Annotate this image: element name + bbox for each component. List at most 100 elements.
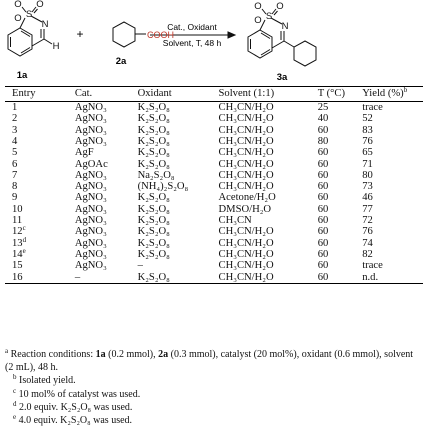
cell-entry: 10 bbox=[5, 204, 75, 215]
cell-yield-text: 65 bbox=[362, 147, 373, 159]
cell-oxidant-text: K₂S₂O₈ bbox=[137, 113, 170, 125]
cell-solvent-text: CH₃CN/H₂O bbox=[218, 248, 274, 260]
cell-entry: 11 bbox=[5, 215, 75, 226]
table-header-row: Entry Cat. Oxidant Solvent (1:1) T (°C) … bbox=[5, 86, 423, 102]
footnote-text: (0.2 mmol), bbox=[105, 349, 159, 360]
cell-solvent: CH₃CN/H₂O bbox=[219, 249, 318, 260]
cell-entry: 3 bbox=[5, 125, 75, 136]
cell-temperature: 60 bbox=[318, 181, 363, 192]
cell-oxidant-text: K₂S₂O₈ bbox=[137, 124, 170, 136]
cell-yield: 77 bbox=[362, 204, 423, 215]
cell-temperature-text: 60 bbox=[317, 226, 329, 238]
cell-entry-text: 16 bbox=[12, 271, 23, 283]
cell-entry: 14e bbox=[5, 247, 75, 260]
cell-entry-text: 1 bbox=[12, 102, 18, 114]
cell-temperature: 60 bbox=[317, 271, 363, 284]
cell-catalyst: AgNO₃ bbox=[75, 181, 138, 192]
cell-temperature-text: 60 bbox=[317, 192, 329, 204]
cell-oxidant: Na₂S₂O₈ bbox=[138, 170, 219, 181]
footnote-mark: d bbox=[13, 399, 17, 408]
footnote-text: 4.0 equiv. K₂S₂O₈ was used. bbox=[16, 415, 133, 427]
cell-catalyst-text: AgNO₃ bbox=[74, 215, 107, 227]
cell-entry-text: 10 bbox=[12, 203, 23, 215]
cell-catalyst: AgNO₃ bbox=[75, 125, 138, 136]
cell-oxidant: K₂S₂O₈ bbox=[138, 238, 219, 249]
cell-catalyst-text: – bbox=[74, 271, 81, 283]
optimization-table: Entry Cat. Oxidant Solvent (1:1) T (°C) … bbox=[5, 86, 423, 284]
footnote-mark: c bbox=[13, 386, 17, 395]
cell-solvent: CH₃CN/H₂O bbox=[219, 113, 318, 124]
cell-oxidant-text: K₂S₂O₈ bbox=[137, 158, 170, 170]
cell-temperature-text: 60 bbox=[317, 271, 329, 283]
cell-entry: 13d bbox=[5, 236, 75, 249]
cell-solvent-text: CH₃CN/H₂O bbox=[218, 226, 274, 238]
atom-o: O bbox=[276, 1, 283, 12]
atom-o: O bbox=[36, 0, 43, 10]
conditions-bottom: Solvent, T, 48 h bbox=[163, 38, 222, 48]
cell-temperature: 60 bbox=[318, 158, 363, 170]
footnote-text: Reaction conditions: bbox=[8, 349, 96, 360]
cell-temperature: 60 bbox=[318, 215, 363, 226]
cell-yield: 73 bbox=[362, 181, 423, 192]
cell-oxidant-text: (NH₄)₂S₂O₈ bbox=[137, 181, 189, 193]
header-temperature: T (°C) bbox=[317, 86, 363, 102]
header-solvent: Solvent (1:1) bbox=[218, 86, 318, 102]
plus-sign: + bbox=[76, 27, 83, 41]
cell-yield-text: 77 bbox=[362, 203, 373, 215]
cell-oxidant-text: Na₂S₂O₈ bbox=[137, 169, 175, 181]
cell-catalyst: AgNO₃ bbox=[75, 238, 138, 249]
cell-oxidant: K₂S₂O₈ bbox=[137, 158, 219, 170]
cell-yield: 83 bbox=[362, 125, 423, 136]
cell-entry: 16 bbox=[5, 271, 75, 284]
compound-ref: 2a bbox=[158, 349, 169, 360]
footnote-b: b Isolated yield. bbox=[5, 374, 423, 387]
cell-entry: 9 bbox=[5, 192, 75, 203]
cell-catalyst-text: AgNO₃ bbox=[74, 124, 107, 136]
cell-temperature: 60 bbox=[318, 238, 363, 249]
cell-catalyst-text: AgOAc bbox=[74, 158, 108, 170]
cell-yield-text: n.d. bbox=[362, 271, 379, 283]
cell-yield: 74 bbox=[362, 238, 423, 249]
cell-entry: 6 bbox=[5, 158, 75, 170]
cell-entry: 5 bbox=[5, 147, 75, 158]
atom-s: S bbox=[26, 9, 32, 20]
cell-catalyst-text: AgNO₃ bbox=[74, 113, 107, 125]
cell-oxidant-text: K₂S₂O₈ bbox=[137, 271, 170, 283]
cell-temperature-text: 60 bbox=[317, 124, 329, 136]
cell-catalyst: AgNO₃ bbox=[75, 136, 138, 147]
cell-solvent: Acetone/H₂O bbox=[219, 192, 318, 203]
cell-entry-text: 14 bbox=[12, 248, 23, 260]
cell-oxidant-text: – bbox=[137, 260, 143, 272]
footnote-mark: a bbox=[5, 347, 9, 355]
cell-yield-text: 83 bbox=[362, 124, 373, 136]
cell-entry-text: 3 bbox=[12, 124, 18, 136]
cell-catalyst: AgNO₃ bbox=[75, 102, 138, 114]
cell-oxidant-text: K₂S₂O₈ bbox=[137, 147, 170, 159]
cell-temperature: 60 bbox=[318, 147, 363, 158]
cell-yield: 46 bbox=[362, 192, 423, 203]
cell-yield: 80 bbox=[362, 170, 423, 181]
atom-o: O bbox=[254, 15, 261, 26]
cell-yield: 76 bbox=[362, 226, 423, 237]
cell-temperature: 60 bbox=[318, 260, 363, 271]
cell-entry: 12c bbox=[5, 225, 75, 238]
cell-entry: 4 bbox=[5, 136, 75, 147]
cell-yield-text: 71 bbox=[362, 158, 373, 170]
cell-temperature: 60 bbox=[318, 204, 363, 215]
cell-temperature-text: 60 bbox=[317, 215, 329, 227]
cell-yield-text: 52 bbox=[362, 113, 373, 125]
cell-yield-text: 74 bbox=[362, 237, 373, 249]
cell-oxidant-text: K₂S₂O₈ bbox=[137, 102, 170, 114]
cell-catalyst: AgNO₃ bbox=[75, 113, 138, 124]
atom-n: N bbox=[42, 19, 49, 30]
cell-temperature: 80 bbox=[318, 136, 363, 147]
cell-catalyst: AgNO₃ bbox=[75, 249, 138, 260]
